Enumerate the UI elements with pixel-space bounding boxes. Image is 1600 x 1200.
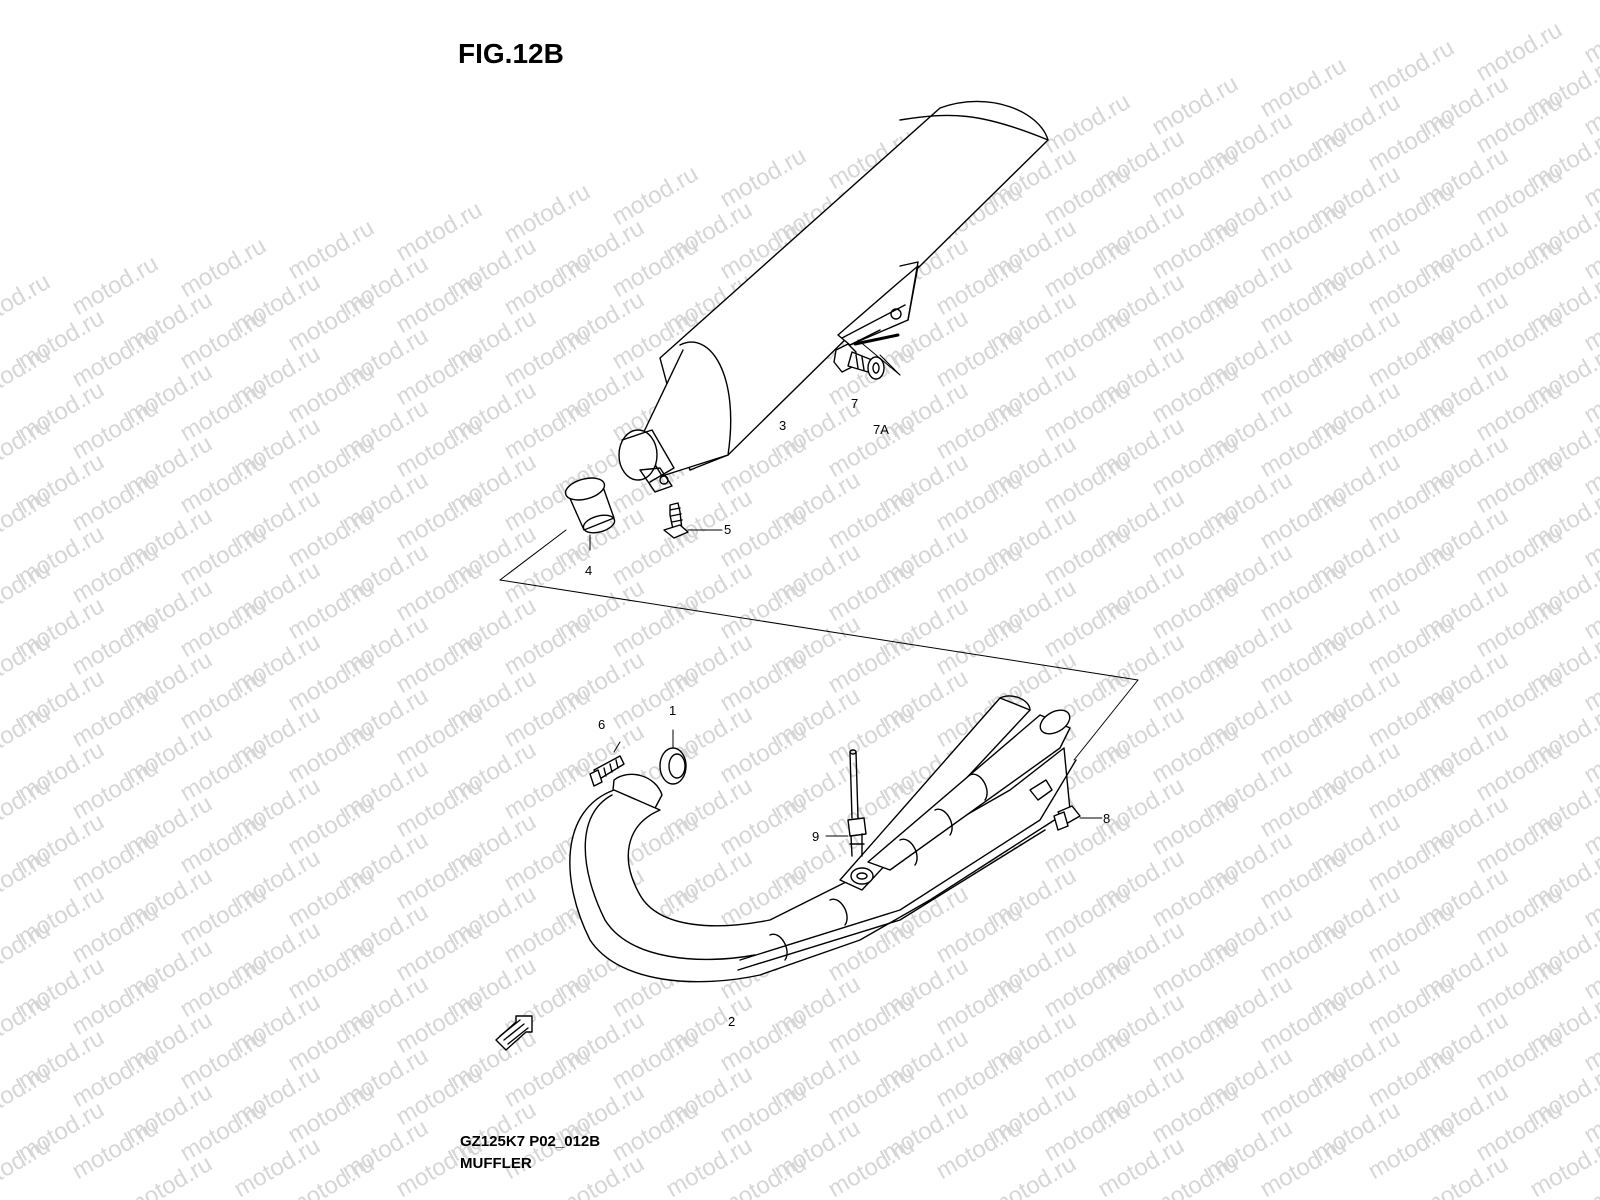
- callout-1: 1: [669, 703, 677, 718]
- callout-6: 6: [598, 717, 606, 732]
- model-code: GZ125K7 P02_012B: [460, 1133, 601, 1150]
- bolt-part-6: [589, 741, 625, 787]
- gasket-sleeve-part-4: [564, 477, 616, 534]
- callout-9: 9: [812, 829, 820, 844]
- gasket-ring-part-1: [659, 729, 687, 785]
- leader-lines: [499, 529, 1139, 761]
- callout-7: 7: [851, 396, 859, 411]
- oxygen-sensor-part-9: [825, 749, 867, 857]
- muffler-silencer-part-3: [618, 100, 1049, 493]
- callout-4: 4: [585, 563, 593, 578]
- figure-title: FIG.12B: [458, 38, 564, 69]
- bolt-part-8: [1053, 805, 1103, 831]
- callout-5: 5: [724, 522, 732, 537]
- callout-2: 2: [728, 1014, 736, 1029]
- bolt-part-7: [833, 343, 873, 373]
- callout-3: 3: [779, 418, 787, 433]
- washer-part-7a: [867, 356, 885, 380]
- exhaust-pipe-part-2: [569, 695, 1077, 983]
- callout-8: 8: [1103, 811, 1111, 826]
- front-direction-arrow: [495, 1015, 533, 1051]
- bolt-part-5: [663, 502, 723, 539]
- section-name: MUFFLER: [460, 1155, 532, 1172]
- callout-7a: 7A: [873, 422, 889, 437]
